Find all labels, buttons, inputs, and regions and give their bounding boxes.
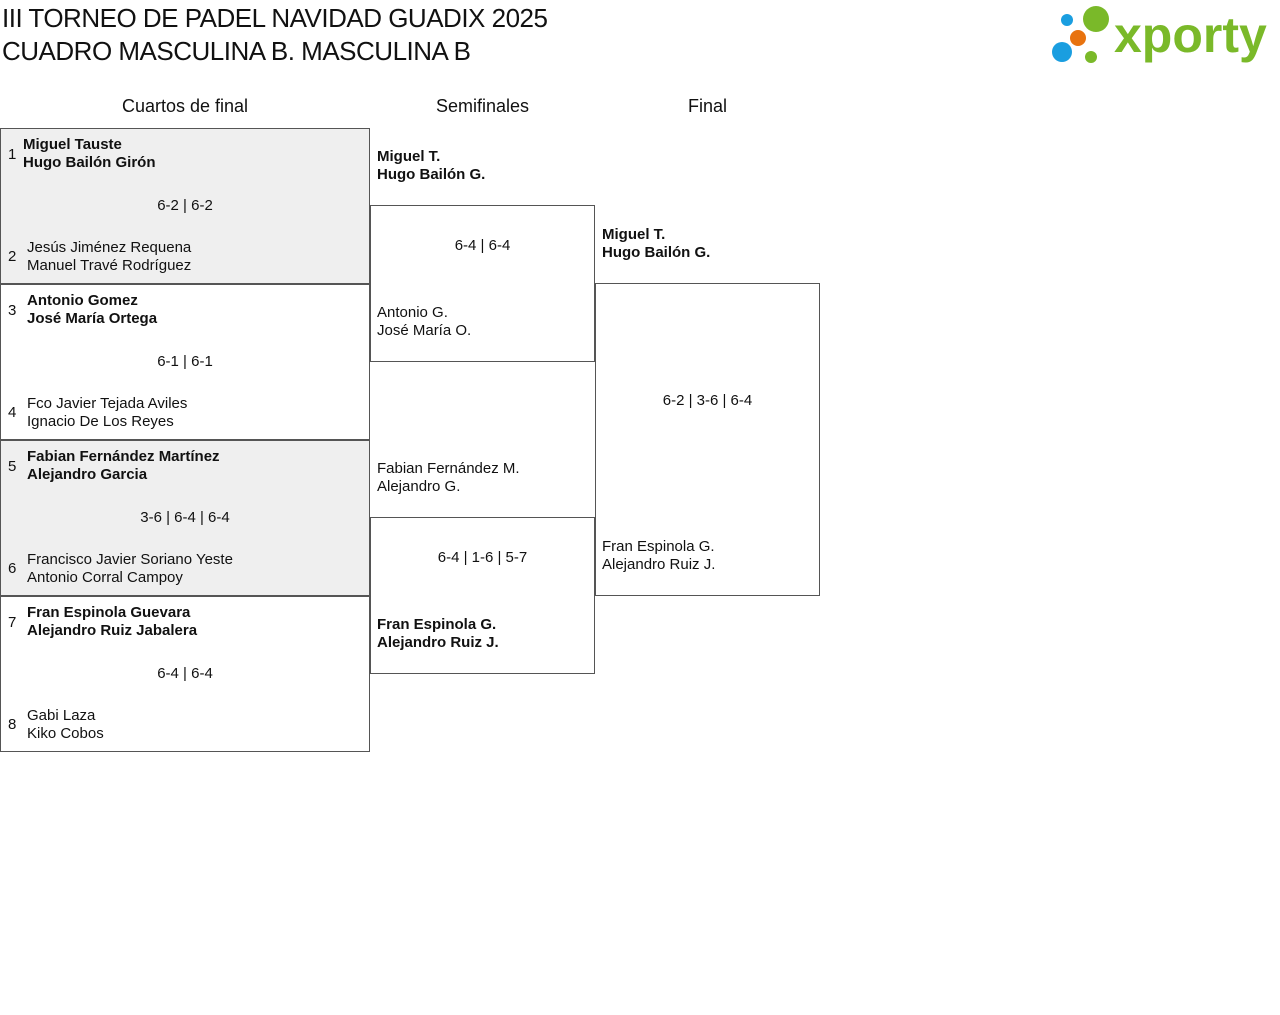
svg-text:xporty: xporty: [1114, 7, 1267, 63]
seed-number: 6: [8, 560, 17, 577]
team-loser: Fran Espinola G.Alejandro Ruiz J.: [602, 538, 716, 573]
seed-number: 5: [8, 458, 17, 475]
round-label-final: Final: [687, 96, 727, 116]
match-score: 6-4 | 1-6 | 5-7: [437, 549, 528, 566]
seed-number: 7: [8, 614, 17, 631]
draw-title: CUADRO MASCULINA B. MASCULINA B: [2, 36, 471, 66]
match-score: 6-4 | 6-4: [157, 665, 213, 682]
match-score: 6-4 | 6-4: [454, 237, 511, 254]
team-winner: Fran Espinola G.Alejandro Ruiz J.: [377, 616, 499, 651]
final-team-winner: Miguel T.Hugo Bailón G.: [602, 226, 711, 261]
round-label-quarterfinals: Cuartos de final: [121, 96, 249, 116]
seed-number: 8: [8, 716, 17, 733]
match-score: 3-6 | 6-4 | 6-4: [140, 509, 230, 526]
semifinal-1-team-winner: Miguel T.Hugo Bailón G.: [377, 148, 486, 183]
semifinal-match-1[interactable]: 6-4 | 6-4 Antonio G.José María O.: [370, 205, 595, 362]
match-score: 6-1 | 6-1: [157, 353, 213, 370]
final-match[interactable]: 6-2 | 3-6 | 6-4 Fran Espinola G.Alejandr…: [595, 283, 820, 596]
round-label-semifinals: Semifinales: [435, 96, 530, 116]
xporty-logo: xporty: [1050, 4, 1276, 66]
seed-number: 4: [8, 404, 17, 421]
logo-dots-icon: xporty: [1052, 6, 1267, 63]
seed-number: 2: [8, 248, 17, 265]
seed-number: 1: [8, 146, 17, 163]
semifinal-2-team-loser: Fabian Fernández M.Alejandro G.: [377, 460, 520, 495]
team-loser: Antonio G.José María O.: [377, 304, 472, 339]
match-score: 6-2 | 6-2: [157, 197, 213, 214]
match-score: 6-2 | 3-6 | 6-4: [662, 392, 753, 409]
tournament-title: III TORNEO DE PADEL NAVIDAD GUADIX 2025: [2, 3, 548, 33]
semifinal-match-2[interactable]: 6-4 | 1-6 | 5-7 Fran Espinola G.Alejandr…: [370, 517, 595, 674]
seed-number: 3: [8, 302, 17, 319]
